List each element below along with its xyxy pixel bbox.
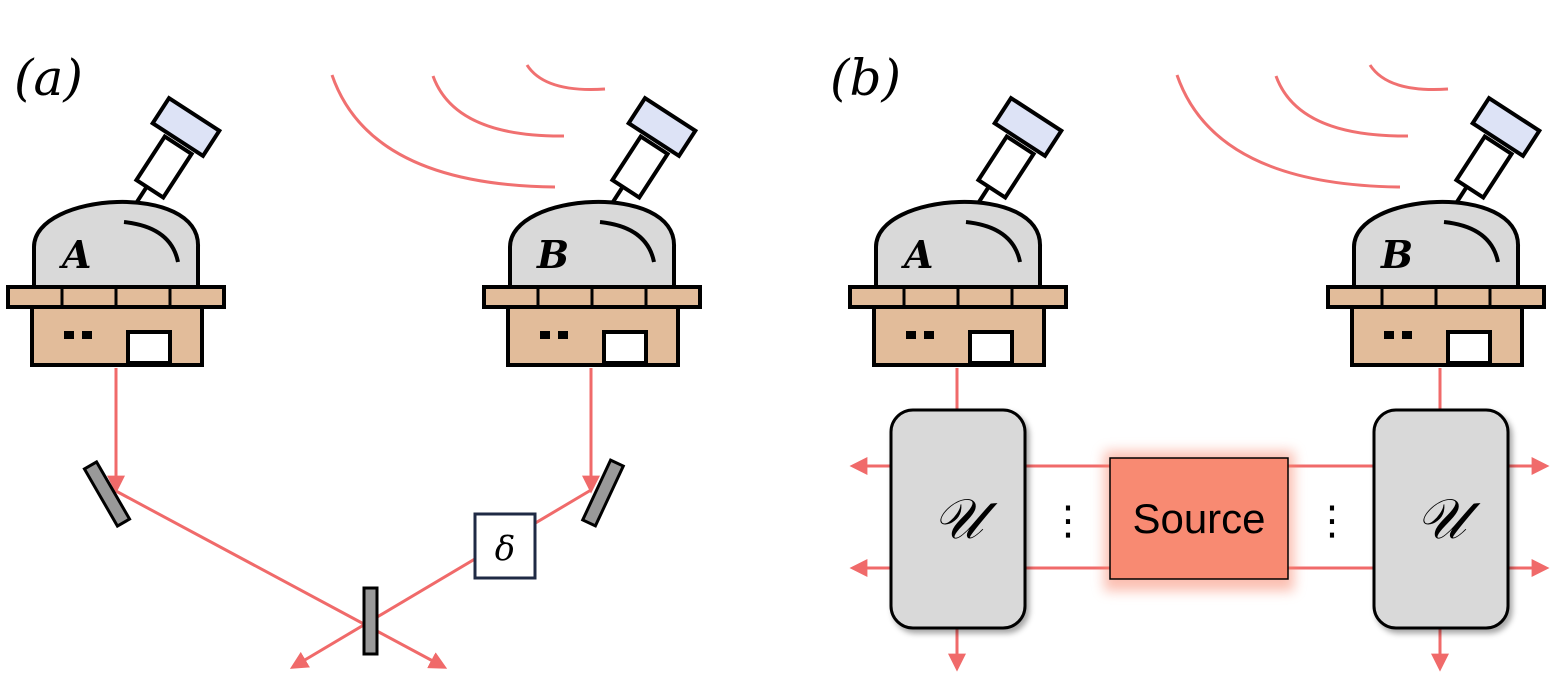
panel-b-label: (b) (830, 49, 901, 107)
observatory-label-b-b: B (1380, 232, 1413, 277)
beam-paths-a (107, 368, 600, 669)
source-box (1109, 457, 1289, 580)
wavefronts-a (330, 64, 606, 189)
mirror-right (580, 458, 626, 528)
observatory-b-left (482, 96, 702, 368)
source-label: Source (1132, 495, 1265, 542)
observatory-a-left (6, 96, 226, 368)
unitary-right-box (1372, 408, 1510, 630)
unitary-left-box (889, 408, 1027, 630)
observatory-b-right (1326, 96, 1546, 368)
mirror-left (82, 459, 132, 529)
beam-splitter (362, 586, 379, 656)
wavefronts-b (1175, 64, 1449, 189)
observatory-label-a: A (59, 232, 91, 277)
observatory-label-a-b: A (901, 232, 933, 277)
panel-a-label: (a) (14, 49, 83, 107)
delay-label: δ (495, 529, 515, 569)
observatory-label-b: B (536, 232, 569, 277)
observatory-a-right (848, 96, 1068, 368)
delay-box (473, 512, 537, 580)
ellipsis-right: ⋮ (1312, 498, 1352, 544)
ellipsis-left: ⋮ (1048, 498, 1088, 544)
